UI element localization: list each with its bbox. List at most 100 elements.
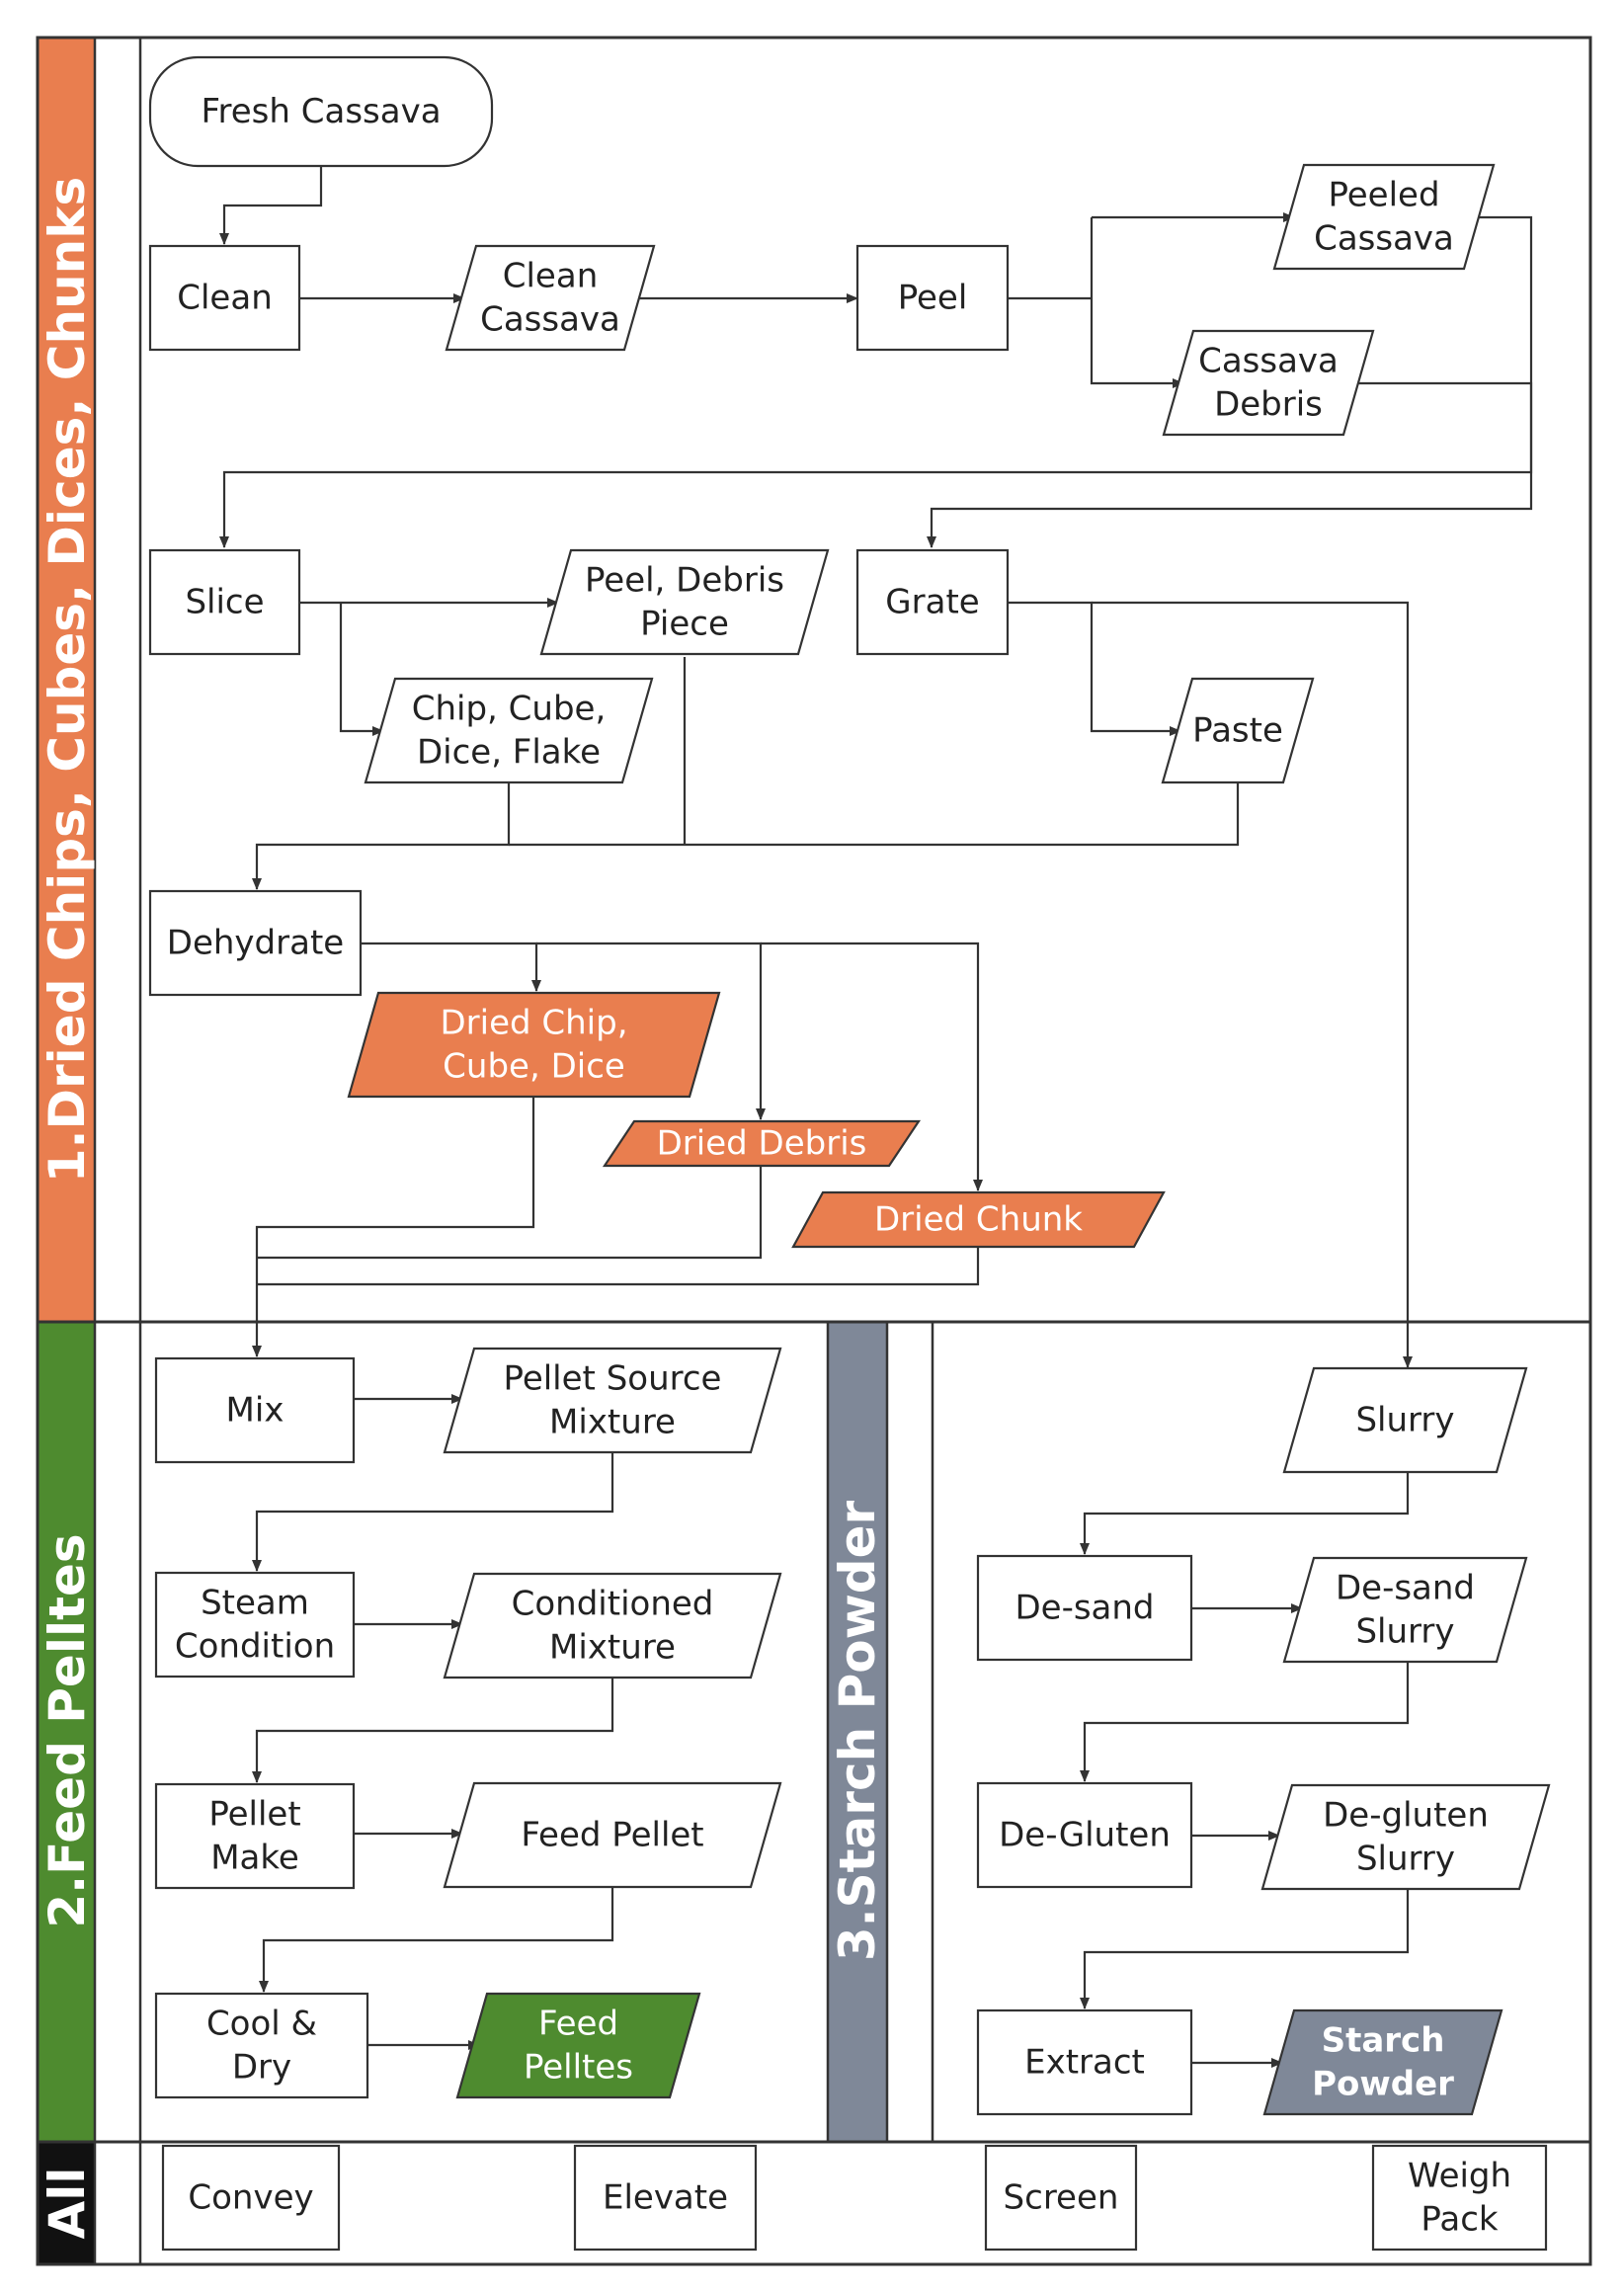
node-extract: Extract [976,2008,1193,2116]
edge-chipcube-dehydrate [252,782,511,890]
node-dried-chunk-label: Dried Chunk [874,1200,1083,1240]
node-mix-label: Mix [226,1391,284,1431]
node-clean-cassava-shape [445,244,656,352]
node-starch-powder-label: Powder [1312,2065,1454,2104]
edge-grate-slurry [1092,601,1413,1368]
node-cassava-debris-shape [1162,329,1375,437]
node-chip-cube: Chip, Cube, Dice, Flake [364,677,654,784]
node-peeled-cassava-shape [1272,163,1496,271]
node-weigh-pack-label: Weigh [1408,2157,1511,2196]
node-elevate-label: Elevate [603,2178,728,2218]
node-cassava-debris-label: Cassava [1198,342,1339,381]
node-mix-shape [154,1356,356,1464]
node-steam-condition-label: Steam [201,1584,309,1623]
edge-paste-merge [509,782,1240,847]
edge-dehydrate-driedchip [361,942,541,992]
node-slice-label: Slice [185,583,264,622]
lane-label-starch: 3.Starch Powder [829,1501,886,1962]
edge-driedchunk-mix [257,1245,980,1286]
edge-deglutenslurry-extract [1080,1889,1410,2009]
edge-split-debris [1090,217,1184,388]
edge-dehydrate-driedchunk [761,942,983,1191]
edge-conditioned-pelletmake [252,1678,614,1783]
edge-grate-paste [1008,601,1181,736]
node-de-gluten: De-Gluten [976,1781,1193,1889]
node-weigh-pack-shape [1371,2144,1548,2252]
edge-slurry-desand [1080,1472,1410,1555]
lane-starch-band [828,1322,887,2142]
node-screen: Screen [984,2144,1138,2252]
node-dehydrate: Dehydrate [148,889,363,997]
node-paste-label: Paste [1192,711,1283,751]
node-slurry-label: Slurry [1355,1401,1454,1440]
node-de-sand-label: De-sand [1015,1589,1154,1628]
node-pellet-source-label: Pellet Source [504,1359,722,1399]
node-dried-chip: Dried Chip, Cube, Dice [347,991,721,1099]
edge-driedchip-mix [252,1097,535,1357]
node-elevate-shape [573,2144,758,2252]
edge-fresh-clean [219,166,323,245]
node-fresh-cassava-label: Fresh Cassava [201,92,441,131]
node-slice: Slice [148,548,301,656]
node-peel-debris-piece-label: Piece [640,605,729,644]
node-dried-chunk: Dried Chunk [791,1190,1166,1249]
node-peeled-cassava-label: Cassava [1314,219,1454,259]
node-cool-dry-label: Dry [232,2048,291,2088]
node-dried-debris-shape [602,1119,922,1168]
node-clean-cassava-label: Clean [503,257,599,296]
node-paste: Paste [1161,677,1315,784]
node-dehydrate-label: Dehydrate [167,924,344,963]
node-feed-pellet: Feed Pellet [443,1781,782,1889]
node-dried-chip-shape [347,991,721,1099]
node-pellet-source-shape [443,1347,782,1454]
node-cool-dry: Cool &Dry [154,1992,369,2099]
node-cool-dry-shape [154,1992,369,2099]
lane-label-feed: 2.Feed Pelltes [39,1533,96,1927]
node-cassava-debris-label: Debris [1214,385,1323,425]
node-paste-shape [1161,677,1315,784]
node-elevate: Elevate [573,2144,758,2252]
node-de-gluten-label: De-Gluten [999,1816,1171,1855]
node-dried-debris: Dried Debris [602,1119,922,1168]
node-extract-shape [976,2008,1193,2116]
node-feed-pelltes-label: Feed [538,2005,618,2044]
edge-desandslurry-degluten [1080,1662,1410,1782]
node-slurry-shape [1282,1366,1528,1474]
lane-all-band [38,2142,95,2264]
node-starch-powder-label: Starch [1322,2021,1445,2061]
node-convey: Convey [161,2144,341,2252]
node-chip-cube-label: Dice, Flake [417,733,601,773]
node-peel-debris-piece-label: Peel, Debris [585,561,784,601]
node-de-gluten-slurry-label: Slurry [1356,1840,1455,1879]
node-steam-condition-label: Condition [175,1627,335,1667]
node-slurry: Slurry [1282,1366,1528,1474]
node-clean: Clean [148,244,301,352]
node-de-sand: De-sand [976,1554,1193,1662]
node-extract-label: Extract [1024,2043,1145,2083]
node-chip-cube-label: Chip, Cube, [412,690,607,729]
diagram-frame: 1.Dried Chips, Cubes, Dices, Chunks 2.Fe… [36,36,1592,2266]
node-weigh-pack-label: Pack [1421,2200,1499,2240]
process-nodes: Fresh CassavaCleanCleanCassavaPeelPeeled… [148,55,1551,2252]
node-screen-label: Screen [1004,2178,1119,2218]
edge-pelletsource-steam [252,1452,614,1572]
outer-border [36,36,1592,2266]
node-dehydrate-shape [148,889,363,997]
node-dried-chip-label: Cube, Dice [443,1047,625,1087]
node-clean-label: Clean [177,279,273,318]
node-feed-pellet-label: Feed Pellet [521,1816,703,1855]
node-clean-cassava-label: Cassava [480,300,620,340]
node-peeled-cassava-label: Peeled [1328,176,1439,215]
node-de-sand-slurry-shape [1282,1556,1528,1664]
node-convey-label: Convey [188,2178,313,2218]
node-mix: Mix [154,1356,356,1464]
node-dried-chip-label: Dried Chip, [440,1004,627,1043]
edge-drieddebris-mix [257,1161,763,1260]
node-fresh-cassava: Fresh Cassava [148,55,494,168]
node-de-gluten-slurry-label: De-gluten [1323,1796,1489,1836]
node-feed-pelltes-shape [455,1992,701,2099]
